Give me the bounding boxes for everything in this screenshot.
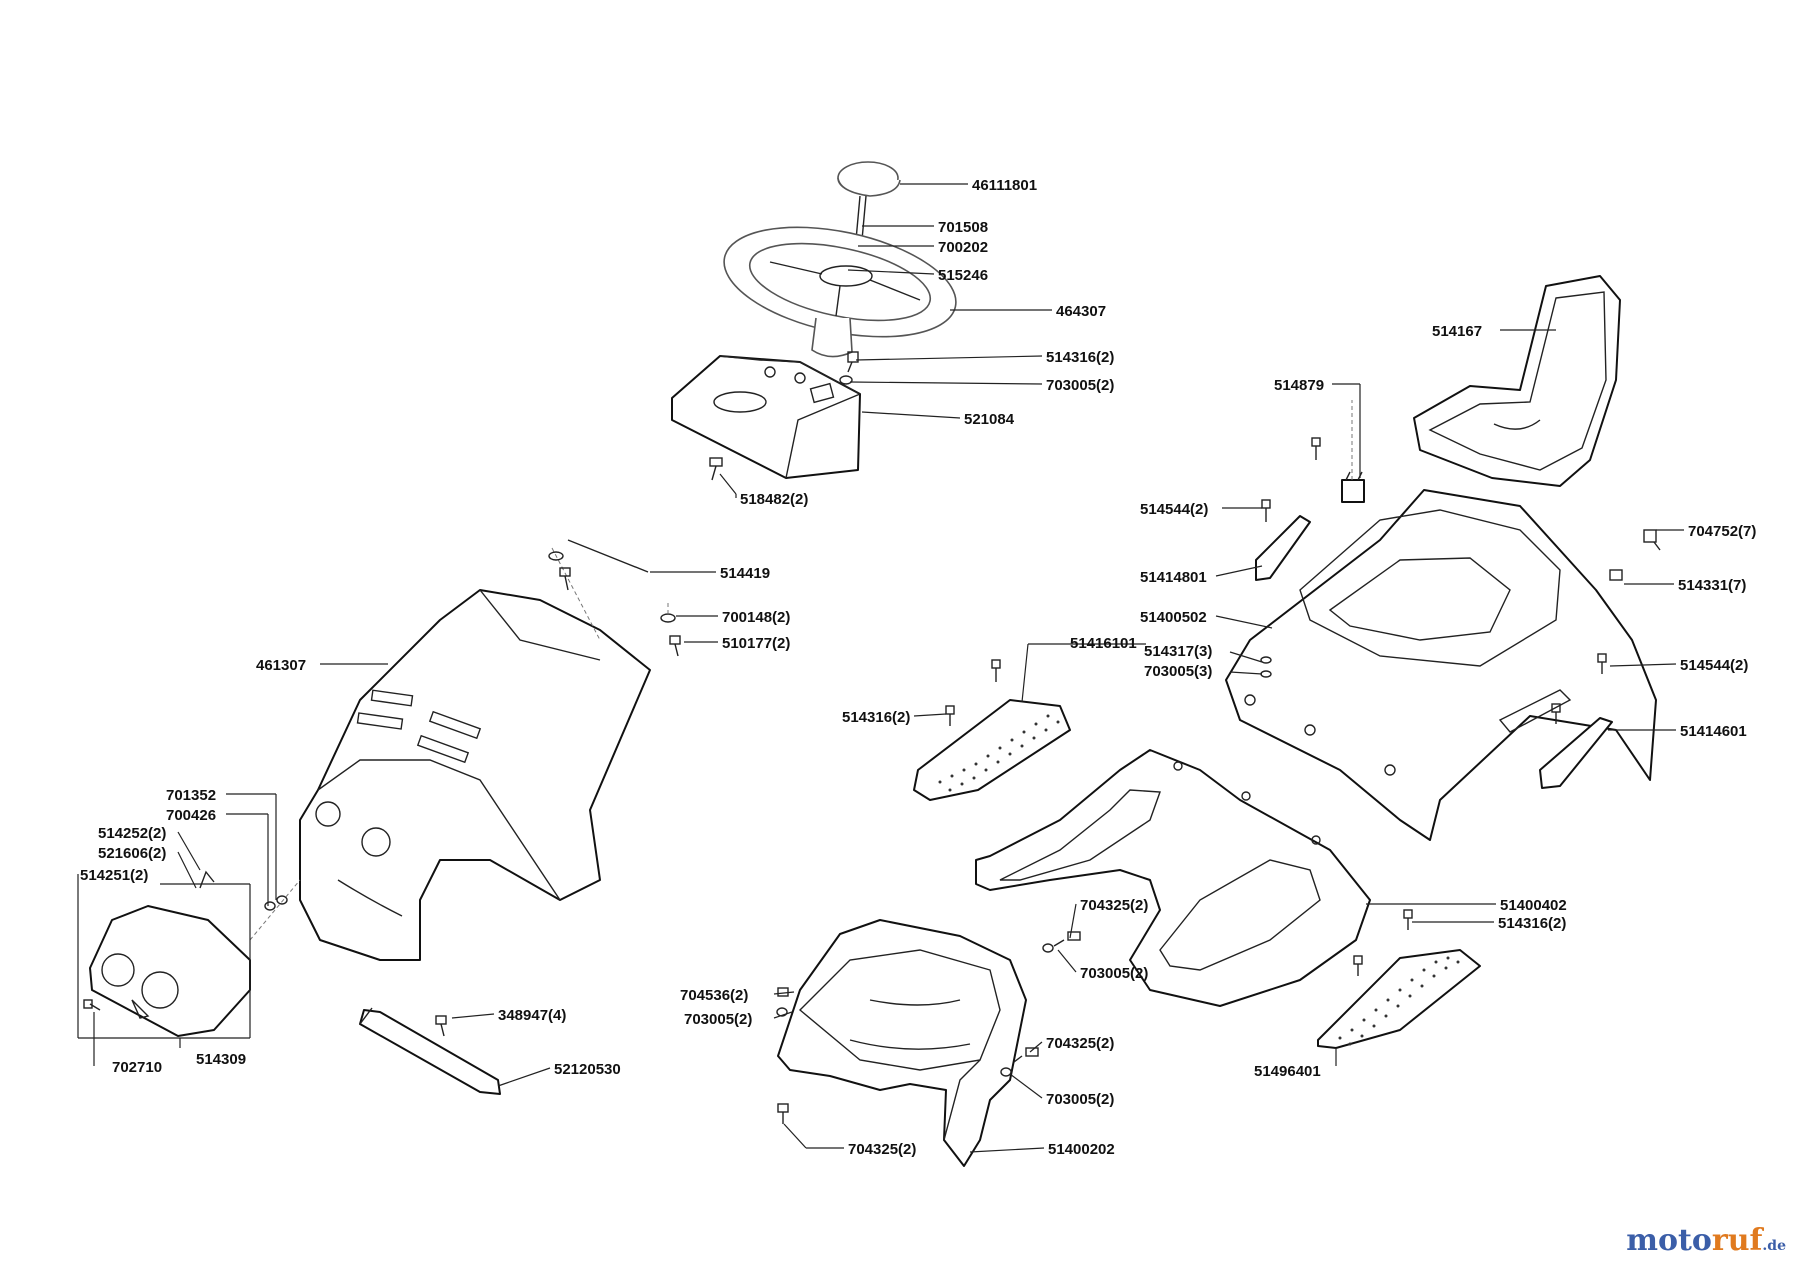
label-51416101: 51416101 bbox=[1070, 635, 1137, 652]
watermark-part-a: moto bbox=[1626, 1223, 1712, 1258]
label-704325-bottom: 704325(2) bbox=[848, 1141, 916, 1158]
front-panel-hardware-drawing bbox=[776, 931, 1081, 1124]
label-51496401: 51496401 bbox=[1254, 1063, 1321, 1080]
steering-wheel-drawing bbox=[723, 226, 957, 358]
motoruf-watermark: motoruf.de bbox=[1626, 1223, 1786, 1258]
hood-hardware-drawing bbox=[548, 551, 681, 657]
console-screw-washer-drawing bbox=[839, 351, 859, 385]
seat-guide-drawing bbox=[1255, 437, 1321, 581]
label-700426: 700426 bbox=[166, 807, 216, 824]
label-704536: 704536(2) bbox=[680, 987, 748, 1004]
label-514331: 514331(7) bbox=[1678, 577, 1746, 594]
label-514252: 514252(2) bbox=[98, 825, 166, 842]
label-704325-right: 704325(2) bbox=[1046, 1035, 1114, 1052]
label-514317: 514317(3) bbox=[1144, 643, 1212, 660]
label-51414801: 51414801 bbox=[1140, 569, 1207, 586]
seat-drawing bbox=[1413, 275, 1621, 487]
label-514544-left: 514544(2) bbox=[1140, 501, 1208, 518]
label-514251: 514251(2) bbox=[80, 867, 148, 884]
right-footrest-dots bbox=[1338, 956, 1460, 1046]
label-702710: 702710 bbox=[112, 1059, 162, 1076]
label-514316-steering: 514316(2) bbox=[1046, 349, 1114, 366]
right-footrest-drawing bbox=[1317, 909, 1481, 1049]
front-panel-drawing bbox=[777, 919, 1027, 1167]
label-514316-right-footrest: 514316(2) bbox=[1498, 915, 1566, 932]
label-521606: 521606(2) bbox=[98, 845, 166, 862]
label-51414601: 51414601 bbox=[1680, 723, 1747, 740]
steering-console-drawing bbox=[671, 355, 861, 479]
label-703005-upper: 703005(2) bbox=[1080, 965, 1148, 982]
seat-switch-drawing bbox=[1341, 400, 1365, 503]
label-521084: 521084 bbox=[964, 411, 1015, 428]
label-703005-left: 703005(2) bbox=[684, 1011, 752, 1028]
label-704752: 704752(7) bbox=[1688, 523, 1756, 540]
hood-rod-drawing bbox=[567, 539, 649, 573]
label-348947: 348947(4) bbox=[498, 1007, 566, 1024]
label-703005-steering: 703005(2) bbox=[1046, 377, 1114, 394]
label-701352: 701352 bbox=[166, 787, 216, 804]
hood-drawing bbox=[299, 547, 651, 961]
fender-hardware-drawing bbox=[1260, 529, 1661, 678]
label-703005-right: 703005(2) bbox=[1046, 1091, 1114, 1108]
label-700148: 700148(2) bbox=[722, 609, 790, 626]
watermark-tld: .de bbox=[1762, 1238, 1786, 1254]
label-464307: 464307 bbox=[1056, 303, 1106, 320]
label-703005-fender: 703005(3) bbox=[1144, 663, 1212, 680]
label-700202: 700202 bbox=[938, 239, 988, 256]
label-51400402: 51400402 bbox=[1500, 897, 1567, 914]
label-51400202: 51400202 bbox=[1048, 1141, 1115, 1158]
label-514544-right: 514544(2) bbox=[1680, 657, 1748, 674]
label-510177: 510177(2) bbox=[722, 635, 790, 652]
left-footrest-dots bbox=[938, 714, 1060, 792]
label-518482: 518482(2) bbox=[740, 491, 808, 508]
label-52120530: 52120530 bbox=[554, 1061, 621, 1078]
label-514879: 514879 bbox=[1274, 377, 1324, 394]
footboard-drawing bbox=[975, 749, 1371, 1007]
part-labels: 46111801 701508 700202 515246 464307 514… bbox=[80, 177, 1756, 1158]
front-bracket-drawing bbox=[359, 1007, 501, 1095]
label-514316-left-footrest: 514316(2) bbox=[842, 709, 910, 726]
label-514167: 514167 bbox=[1432, 323, 1482, 340]
rear-right-guide-drawing bbox=[1539, 703, 1613, 789]
console-screw-drawing bbox=[709, 457, 723, 481]
label-704325-upper: 704325(2) bbox=[1080, 897, 1148, 914]
label-514309: 514309 bbox=[196, 1051, 246, 1068]
fender-drawing bbox=[1225, 489, 1657, 841]
label-514419: 514419 bbox=[720, 565, 770, 582]
label-51400502: 51400502 bbox=[1140, 609, 1207, 626]
headlight-screw-drawing bbox=[83, 999, 101, 1011]
label-701508: 701508 bbox=[938, 219, 988, 236]
label-461307: 461307 bbox=[256, 657, 306, 674]
leader-lines bbox=[77, 183, 1684, 1153]
label-46111801: 46111801 bbox=[972, 177, 1037, 194]
label-515246: 515246 bbox=[938, 267, 988, 284]
steering-cap-drawing bbox=[837, 161, 901, 197]
watermark-part-b: ruf bbox=[1711, 1223, 1763, 1258]
